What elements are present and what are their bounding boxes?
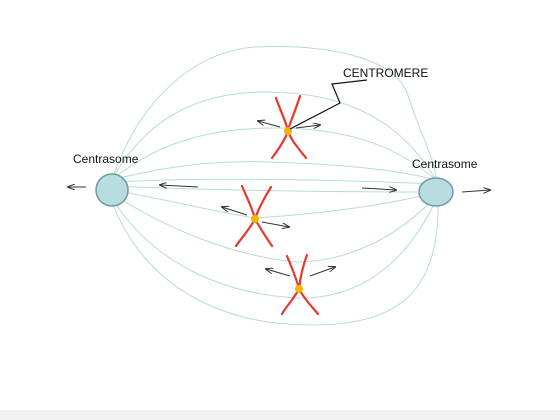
arrow-right-centrosome (461, 190, 490, 192)
spindle-fiber (111, 185, 437, 193)
centrosome-left-label: Centrasome (73, 152, 139, 166)
chromatid (280, 254, 301, 316)
centrosome-right (418, 177, 454, 207)
centromere-callout-line (289, 79, 368, 130)
centromere-2 (251, 215, 259, 223)
arrow-fiber-left (160, 185, 199, 187)
arrow-chromosome3-right (309, 267, 335, 277)
spindle-fiber (111, 193, 437, 263)
chromatid (297, 253, 320, 316)
chromosome-3 (280, 253, 320, 316)
arrow-fiber-right (361, 188, 396, 190)
spindle-fiber (111, 199, 439, 326)
centromere-3 (295, 285, 303, 293)
centromere-label: CENTROMERE (343, 66, 429, 80)
arrow-chromosome3-left (266, 269, 291, 277)
arrow-chromosome2-left (222, 207, 248, 216)
spindle-fiber (111, 127, 437, 181)
arrow-chromosome1-left (258, 121, 281, 128)
spindle-fiber (111, 178, 437, 185)
arrow-chromosome1-right (295, 125, 320, 128)
bottom-band (0, 410, 560, 420)
spindle-fiber (111, 91, 437, 181)
arrow-chromosome2-right (261, 221, 289, 227)
movement-arrows (68, 121, 490, 277)
spindle-fiber (111, 189, 437, 219)
spindle-fibers (111, 46, 439, 326)
spindle-fiber (111, 161, 437, 181)
spindle-fiber (111, 46, 437, 181)
spindle-fiber (111, 197, 437, 299)
centrosome-left (95, 173, 129, 207)
centrosome-right-label: Centrasome (412, 157, 478, 171)
